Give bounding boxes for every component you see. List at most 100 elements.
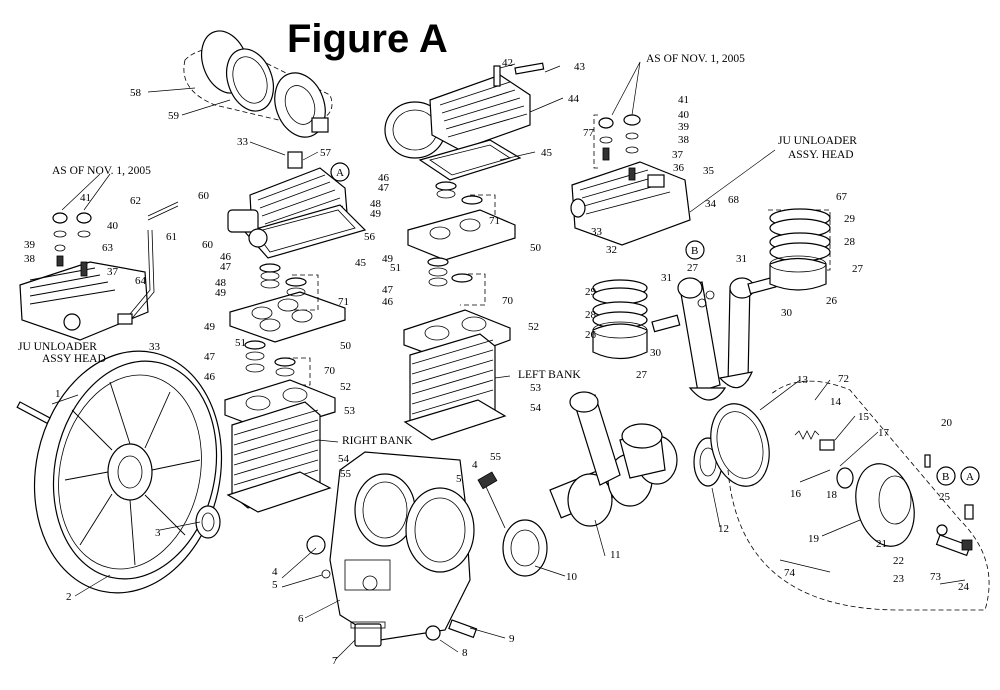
part-number: 5	[272, 579, 278, 591]
part-number: 4	[472, 459, 478, 471]
crankcase	[306, 451, 506, 647]
section-labels: AS OF NOV. 1, 2005 AS OF NOV. 1, 2005 JU…	[18, 53, 857, 447]
right-bank-head	[227, 151, 367, 259]
part-number: 26	[585, 329, 597, 341]
part-number: 30	[781, 307, 793, 319]
callout-circles: A B B A	[330, 162, 980, 486]
part-number: 51	[390, 262, 401, 274]
part-number: 22	[893, 555, 904, 567]
part-number: 58	[130, 87, 142, 99]
part-number: 11	[610, 549, 621, 561]
part-number: 10	[566, 571, 578, 583]
part-number: 62	[130, 195, 141, 207]
part-number: 46	[204, 371, 216, 383]
part-number: 52	[340, 381, 351, 393]
part-number: 52	[528, 321, 539, 333]
part-number: 49	[382, 253, 394, 265]
ju-unloader-right-label-2: ASSY. HEAD	[788, 149, 854, 161]
ju-unloader-left-label-2: ASSY HEAD	[42, 353, 106, 365]
ju-unloader-left-head	[19, 201, 179, 341]
part-number: 49	[204, 321, 216, 333]
part-number: 5	[456, 473, 462, 485]
part-number: 39	[678, 121, 690, 133]
part-number: 47	[378, 182, 390, 194]
part-number: 30	[650, 347, 662, 359]
as-of-label-left: AS OF NOV. 1, 2005	[52, 165, 151, 177]
right-bank-cylinder	[224, 379, 336, 513]
left-bank-label: LEFT BANK	[518, 369, 581, 381]
part-number: 4	[272, 566, 278, 578]
part-number: 46	[382, 296, 394, 308]
part-number: 50	[530, 242, 542, 254]
part-number: 49	[370, 208, 382, 220]
part-number: 70	[324, 365, 336, 377]
part-number: 48	[215, 277, 227, 289]
part-number: 17	[878, 427, 890, 439]
part-number: 71	[489, 215, 500, 227]
as-of-label-right: AS OF NOV. 1, 2005	[646, 53, 745, 65]
piston-rings-assemblies	[592, 208, 831, 401]
callout-letter-b-cover: B	[942, 471, 949, 483]
left-bank-cylinder	[403, 309, 511, 441]
part-number: 3	[155, 527, 161, 539]
part-number: 43	[574, 61, 586, 73]
part-number: 41	[678, 94, 689, 106]
part-number: 1	[55, 388, 61, 400]
part-number: 18	[826, 489, 838, 501]
part-number: 36	[673, 162, 685, 174]
part-number: 33	[591, 226, 603, 238]
part-number: 44	[568, 93, 580, 105]
leader-lines	[51, 61, 966, 661]
part-number: 38	[24, 253, 36, 265]
part-number: 54	[338, 453, 350, 465]
part-number-labels: 1 2 3 4 5 4 5 6 7 8 9 10 11 12 13 14 15 …	[24, 57, 970, 667]
right-bank-valve-plate	[229, 263, 346, 386]
part-number: 39	[24, 239, 36, 251]
part-number: 28	[844, 236, 856, 248]
part-number: 34	[705, 198, 717, 210]
part-number: 29	[844, 213, 856, 225]
flywheel	[16, 350, 223, 594]
part-number: 42	[502, 57, 513, 69]
ju-unloader-right-head	[570, 114, 691, 246]
part-number: 46	[220, 251, 232, 263]
part-number: 26	[826, 295, 838, 307]
part-number: 53	[344, 405, 356, 417]
part-number: 35	[703, 165, 715, 177]
part-number: 27	[636, 369, 648, 381]
part-number: 47	[220, 261, 232, 273]
part-number: 72	[838, 373, 849, 385]
part-number: 19	[808, 533, 820, 545]
figure-title: Figure A	[287, 17, 448, 61]
part-number: 7	[332, 655, 338, 667]
part-number: 2	[66, 591, 72, 603]
part-number: 25	[939, 491, 951, 503]
part-number: 38	[678, 134, 690, 146]
crankshaft-assembly	[502, 391, 723, 577]
ju-unloader-left-label-1: JU UNLOADER	[18, 341, 97, 353]
part-number: 55	[490, 451, 502, 463]
part-number: 14	[830, 396, 842, 408]
part-number: 29	[585, 286, 597, 298]
part-number: 40	[107, 220, 119, 232]
air-filter-assembly	[183, 30, 333, 138]
part-number: 6	[298, 613, 304, 625]
part-number: 13	[797, 374, 809, 386]
part-number: 67	[836, 191, 848, 203]
left-bank-head	[384, 62, 545, 306]
part-number: 24	[958, 581, 970, 593]
part-number: 21	[876, 538, 887, 550]
part-number: 53	[530, 382, 542, 394]
part-number: 61	[166, 231, 177, 243]
part-number: 63	[102, 242, 114, 254]
callout-letter-a-cover: A	[966, 471, 974, 483]
part-number: 60	[202, 239, 214, 251]
part-number: 27	[852, 263, 864, 275]
part-number: 37	[672, 149, 684, 161]
end-cover-assembly	[710, 380, 990, 611]
part-number: 51	[235, 337, 246, 349]
part-number: 8	[462, 647, 468, 659]
part-number: 33	[149, 341, 161, 353]
callout-letter-b-top: B	[691, 245, 698, 257]
